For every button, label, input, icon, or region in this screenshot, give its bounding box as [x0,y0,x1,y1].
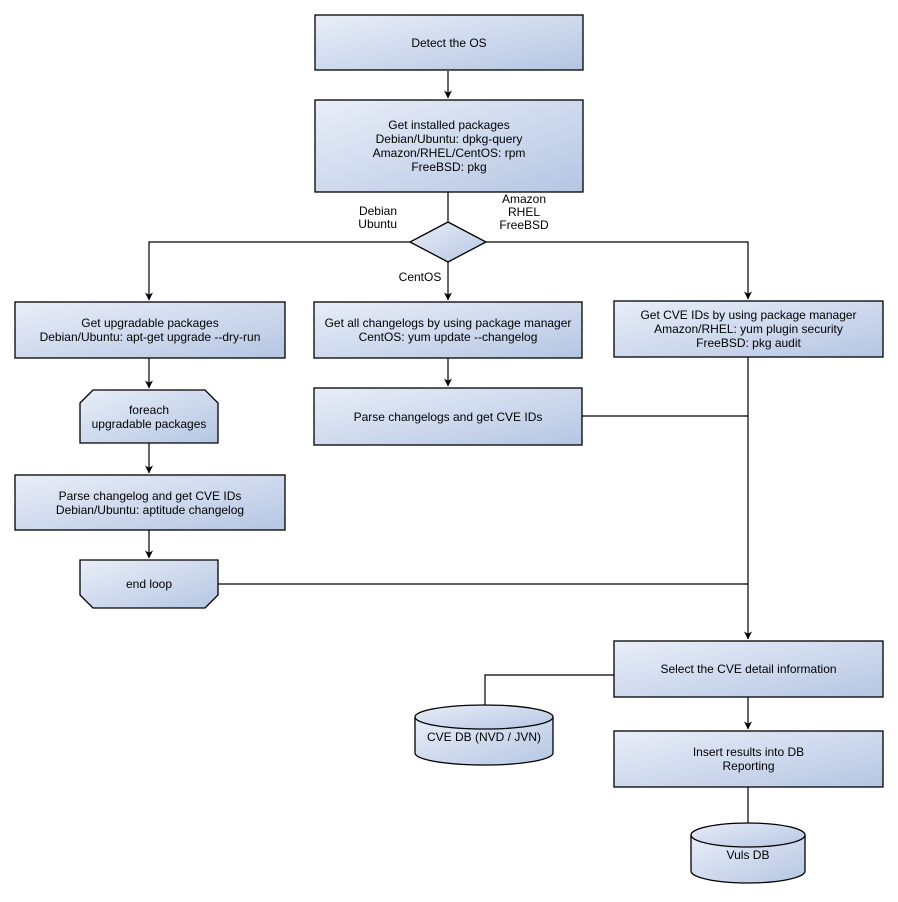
node-select-cve-detail [613,640,884,698]
edge-decision-to-cveids [486,241,752,300]
node-parse-changelogs [313,387,583,446]
node-parse-changelog [14,474,286,531]
edge-decision-to-upgradable [145,241,410,301]
node-os-decision-diamond [408,221,488,263]
node-get-cve-ids [613,300,884,358]
node-cve-db-cylinder-top [414,704,554,730]
node-get-all-changelogs [313,301,583,359]
node-foreach-loop-start [79,389,219,444]
node-vuls-db-cylinder-top [690,822,806,848]
node-get-upgradable-packages [14,301,286,359]
node-vuls-db-cylinder-body [690,834,806,884]
node-insert-results [613,730,884,788]
node-cve-db-cylinder-body [414,716,554,766]
node-end-loop [79,559,219,609]
node-detect-os [314,14,584,71]
node-get-installed-packages [314,99,584,193]
edge-select-to-cvedb [484,674,614,706]
